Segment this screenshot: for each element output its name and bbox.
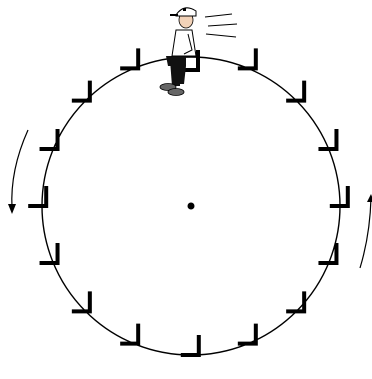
chair-shape <box>40 129 60 151</box>
chair-seat-icon <box>40 129 60 151</box>
chair-seat-icon <box>72 291 92 313</box>
rotation-arrow-icon <box>360 194 372 268</box>
rotation-arrow-icon <box>8 130 28 214</box>
chair-seat-icon <box>72 81 92 103</box>
chair-seat-icon <box>286 291 306 313</box>
chair-seat-icon <box>318 129 338 151</box>
chair-seat-icon <box>28 186 48 208</box>
chair-seat-icon <box>318 243 338 265</box>
chair-shape <box>238 48 258 70</box>
chair-seat-icon <box>238 324 258 346</box>
chair-shape <box>238 324 258 346</box>
chair-shape <box>28 186 48 208</box>
chair-shape <box>318 243 338 265</box>
chair-shape <box>72 81 92 103</box>
chair-seat-icon <box>181 335 201 357</box>
chair-shape <box>72 291 92 313</box>
chair-shape <box>286 291 306 313</box>
seated-person-icon <box>160 8 200 96</box>
chair-shape <box>286 81 306 103</box>
chair-shape <box>120 48 140 70</box>
chair-seat-icon <box>120 324 140 346</box>
chair-shape <box>120 324 140 346</box>
chair-shape <box>181 335 201 357</box>
motion-lines-icon <box>205 14 237 37</box>
chair-shape <box>318 129 338 151</box>
seats-group <box>28 48 350 357</box>
chair-seat-icon <box>120 48 140 70</box>
chair-seat-icon <box>286 81 306 103</box>
chair-seat-icon <box>238 48 258 70</box>
center-dot-icon <box>188 203 195 210</box>
